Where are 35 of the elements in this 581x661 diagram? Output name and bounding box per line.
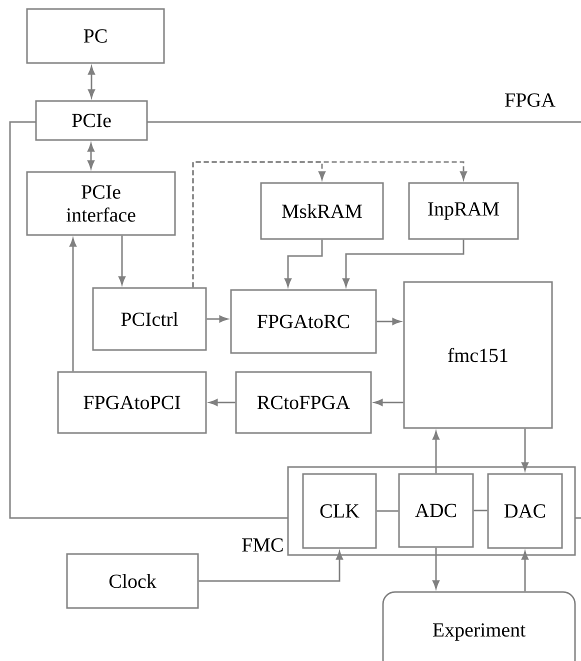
connector-line — [376, 510, 398, 512]
arrow — [118, 236, 126, 285]
node-label: FPGA — [505, 93, 556, 107]
arrow — [209, 399, 236, 406]
arrow — [522, 428, 528, 471]
arrow — [432, 431, 440, 474]
arrow — [88, 143, 94, 169]
arrow — [374, 399, 404, 406]
process-box: fmc151 — [403, 281, 553, 429]
process-box: InpRAM — [408, 182, 519, 240]
node-label: FMC — [242, 538, 283, 552]
process-box: FPGAtoRC — [230, 289, 377, 354]
arrow — [88, 66, 95, 98]
process-box: DAC — [487, 473, 563, 549]
arrow — [284, 240, 323, 287]
process-box: FPGAtoPCI — [57, 371, 207, 434]
rounded-box: Experiment — [382, 591, 576, 661]
process-box: PCIctrl — [92, 287, 207, 351]
arrow — [522, 551, 528, 592]
dashed-arrow — [192, 161, 467, 288]
arrow — [198, 551, 343, 582]
connector-line — [474, 510, 488, 512]
process-box: MskRAM — [260, 182, 384, 240]
arrow — [206, 316, 228, 322]
process-box: PCIe — [35, 100, 148, 141]
process-box: PC — [26, 8, 165, 64]
process-box: ADC — [398, 473, 474, 548]
process-box: CLK — [302, 473, 377, 549]
process-box: Clock — [66, 553, 199, 609]
process-box: PCIe interface — [26, 171, 176, 236]
arrow — [432, 548, 440, 589]
arrow — [342, 240, 464, 287]
arrow — [376, 318, 401, 325]
process-box: RCtoFPGA — [235, 371, 372, 434]
arrow — [70, 238, 76, 372]
